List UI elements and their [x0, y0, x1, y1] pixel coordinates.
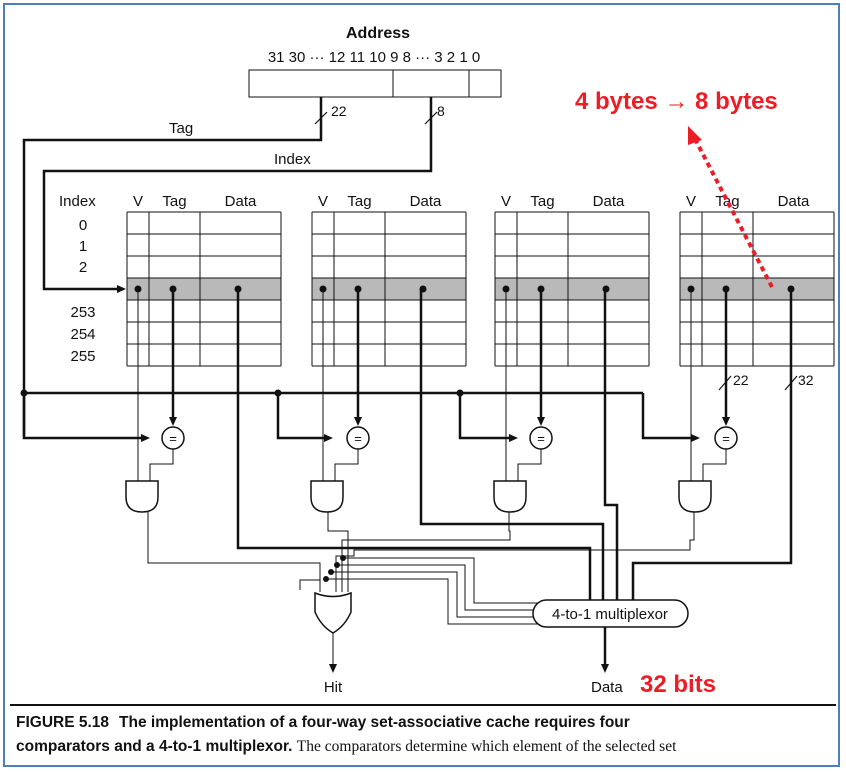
selected-set-row	[680, 278, 834, 300]
and-gate	[125, 480, 159, 513]
address-title: Address	[346, 25, 410, 42]
data-out-arrowhead	[601, 664, 609, 673]
select-wires	[147, 512, 695, 625]
index-row-0: 0	[79, 217, 87, 234]
multiplexor-label: 4-to-1 multiplexor	[552, 606, 668, 623]
address-register	[248, 69, 502, 98]
way-header-data: Data	[593, 193, 625, 210]
selected-set-row	[312, 278, 466, 300]
way-header-data: Data	[778, 193, 810, 210]
tag-bus	[22, 391, 692, 440]
cache-way-4: V Tag Data =	[678, 193, 835, 513]
or-gate	[314, 591, 352, 634]
block-size-annotation: 4 bytes → 8 bytes	[575, 88, 778, 115]
cache-ways: V Tag Data = V Tag Data = V Tag Data = V Tag Data =	[125, 193, 835, 513]
multiplexor	[532, 599, 689, 628]
way-header-data: Data	[225, 193, 257, 210]
comparator-symbol: =	[169, 431, 177, 446]
index-row-253: 253	[70, 304, 95, 321]
tag-bus-width: 22	[733, 372, 749, 388]
data-bus-width: 32	[798, 372, 814, 388]
figure-caption: FIGURE 5.18 The implementation of a four-…	[10, 704, 836, 764]
cache-way-3: V Tag Data =	[493, 193, 650, 513]
cache-way-2: V Tag Data =	[310, 193, 467, 513]
data-buses	[236, 289, 793, 665]
selected-set-row	[495, 278, 649, 300]
way-header-v: V	[318, 193, 328, 210]
comparator-symbol: =	[722, 431, 730, 446]
way-header-data: Data	[410, 193, 442, 210]
index-width-label: 8	[437, 103, 445, 119]
tag-wire-label: Tag	[169, 120, 193, 137]
way-header-v: V	[686, 193, 696, 210]
tag-bus-arrowheads	[141, 434, 700, 442]
index-header: Index	[59, 193, 96, 210]
index-row-2: 2	[79, 259, 87, 276]
hit-label: Hit	[324, 679, 343, 696]
caption-line-2: comparators and a 4-to-1 multiplexor. Th…	[16, 738, 676, 756]
bus-slashes-way4	[718, 375, 798, 391]
tag-bus-junctions	[20, 389, 464, 397]
index-row-255: 255	[70, 348, 95, 365]
way-header-tag: Tag	[530, 193, 554, 210]
selected-set-row	[127, 278, 281, 300]
comparator-symbol: =	[354, 431, 362, 446]
select-junctions	[323, 555, 346, 582]
and-gate	[678, 480, 712, 513]
way-header-v: V	[133, 193, 143, 210]
bus-slashes-address	[314, 111, 438, 125]
annotation-arrowhead	[688, 126, 702, 145]
index-row-254: 254	[70, 326, 95, 343]
data-out-label: Data	[591, 679, 623, 696]
address-bit-labels: 31 30 ··· 12 11 10 9 8 ··· 3 2 1 0	[268, 49, 480, 66]
index-wire-label: Index	[274, 151, 311, 168]
comparator-symbol: =	[537, 431, 545, 446]
way-header-v: V	[501, 193, 511, 210]
way-header-tag: Tag	[162, 193, 186, 210]
tag-width-label: 22	[331, 103, 347, 119]
hit-arrowhead	[329, 664, 337, 673]
caption-normal-text: The comparators determine which element …	[296, 738, 677, 755]
index-arrowhead	[117, 285, 126, 293]
figure-number: FIGURE 5.18	[16, 714, 110, 731]
way-header-tag: Tag	[715, 193, 739, 210]
and-gate	[310, 480, 344, 513]
and-gate	[493, 480, 527, 513]
annotation-dotted-arrow	[692, 136, 774, 288]
data-bits-annotation: 32 bits	[640, 671, 716, 698]
cache-way-1: V Tag Data =	[125, 193, 282, 513]
caption-bold-text: The implementation of a four-way set-ass…	[119, 714, 630, 731]
index-row-1: 1	[79, 238, 87, 255]
way-header-tag: Tag	[347, 193, 371, 210]
caption-bold-text-2: comparators and a 4-to-1 multiplexor.	[16, 738, 293, 755]
caption-line-1: FIGURE 5.18 The implementation of a four-…	[16, 714, 630, 732]
